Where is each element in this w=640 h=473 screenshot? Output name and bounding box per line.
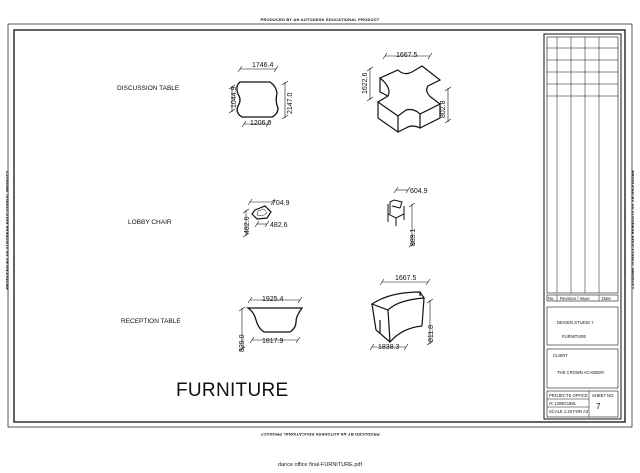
dim-text: 802.8 [440,100,447,118]
revision-header-date: Date [602,296,611,301]
client-name: THE CROWN ACADEMY [557,370,605,375]
scale: SCALE 1:20 FOR A3 [549,409,589,414]
outer-border [7,23,633,428]
client-label: CLIENT [553,353,568,358]
dim-text: 1838.3 [378,344,400,351]
dim-text: 704.9 [272,200,290,207]
reception-table-plan [238,296,304,352]
watermark-left: PRODUCED BY AN AUTODESK EDUCATIONAL PROD… [4,170,10,290]
revision-header-revision: Revision / Issue [560,296,590,301]
sheet-no-label: SHEET NO. [592,393,615,398]
discussion-table-plan [228,65,289,128]
discussion-table-iso [366,52,452,134]
lobby-chair-plan [242,198,276,238]
sheet-title: FURNITURE [176,380,289,401]
reception-table-iso [369,278,434,351]
dim-text: 889.1 [410,228,417,246]
project-number: IX 1308G1981 [549,401,577,406]
lobby-chair-dimension-text: 704.9 482.6 482.6 604.9 889.1 [244,188,428,246]
dim-text: 1667.5 [395,275,417,282]
dim-text: 1817.9 [262,338,284,345]
project-name: DESIGN STUDIO 7 [557,320,594,325]
discussion-table-dimension-text: 1746.4 1044.9 2147.0 1206.0 1667.5 1622.… [231,52,447,127]
dim-text: 2147.0 [287,92,294,114]
dim-text: 811.8 [428,325,435,342]
reception-table-label: RECEPTION TABLE [121,318,181,325]
inner-border [13,29,626,423]
dim-text: 829.0 [239,334,246,352]
discussion-table-label: DISCUSSION TABLE [117,85,180,92]
watermark-right: PRODUCED BY AN AUTODESK EDUCATIONAL PROD… [630,170,636,290]
projects-office-label: PROJECTS OFFICE [549,393,588,398]
title-block-frame [543,33,622,420]
dim-text: 482.6 [270,222,288,229]
file-caption: dance office final-FURNITURE.pdf [278,462,362,468]
reception-table-dimension-text: 1925.4 829.0 1817.9 1667.5 811.8 1838.3 [239,275,435,352]
lobby-chair-label: LOBBY CHAIR [128,219,172,226]
dim-text: 1622.6 [362,72,369,94]
lobby-chair-iso [387,186,416,248]
watermark-bottom: PRODUCED BY AN AUTODESK EDUCATIONAL PROD… [260,432,380,437]
drawing-name: FURNITURE [562,334,587,339]
dim-text: 482.6 [244,216,251,234]
dim-text: 1206.0 [250,120,272,127]
revision-header-no: No. [548,296,555,301]
dim-text: 1925.4 [262,296,284,303]
dim-text: 1667.5 [396,52,418,59]
dim-text: 604.9 [410,188,428,195]
dim-text: 1746.4 [252,62,274,69]
sheet-number: 7 [596,402,601,411]
dim-text: 1044.9 [231,86,238,108]
watermark-top: PRODUCED BY AN AUTODESK EDUCATIONAL PROD… [260,17,380,22]
